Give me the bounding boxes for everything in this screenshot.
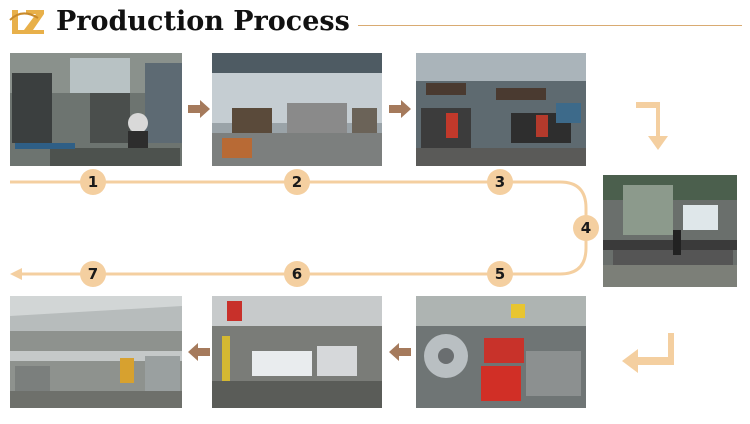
page-title: Production Process	[56, 6, 350, 37]
photo-step-1-assembly-workstation	[10, 53, 182, 166]
step-badge-4: 4	[573, 215, 599, 241]
photo-step-6-finished-goods-area	[212, 296, 382, 408]
step-badge-2: 2	[284, 169, 310, 195]
photo-step-7-warehouse	[10, 296, 182, 408]
photo-step-5-coil-feeding-machine	[416, 296, 586, 408]
arrow-right-icon	[188, 100, 210, 118]
photo-step-2-workshop-lines	[212, 53, 382, 166]
photo-step-3-welding-stations	[416, 53, 586, 166]
company-logo	[8, 6, 48, 38]
title-divider	[358, 25, 742, 26]
photo-step-4-coating-line	[603, 175, 737, 287]
step-badge-1: 1	[80, 169, 106, 195]
arrow-right-icon	[389, 100, 411, 118]
arrow-left-icon	[188, 343, 210, 361]
step-badge-3: 3	[487, 169, 513, 195]
bend-arrow-left-icon	[622, 333, 674, 373]
step-badge-5: 5	[487, 261, 513, 287]
step-badge-7: 7	[80, 261, 106, 287]
bend-arrow-down-icon	[636, 98, 676, 152]
arrow-left-icon	[389, 343, 411, 361]
step-badge-6: 6	[284, 261, 310, 287]
